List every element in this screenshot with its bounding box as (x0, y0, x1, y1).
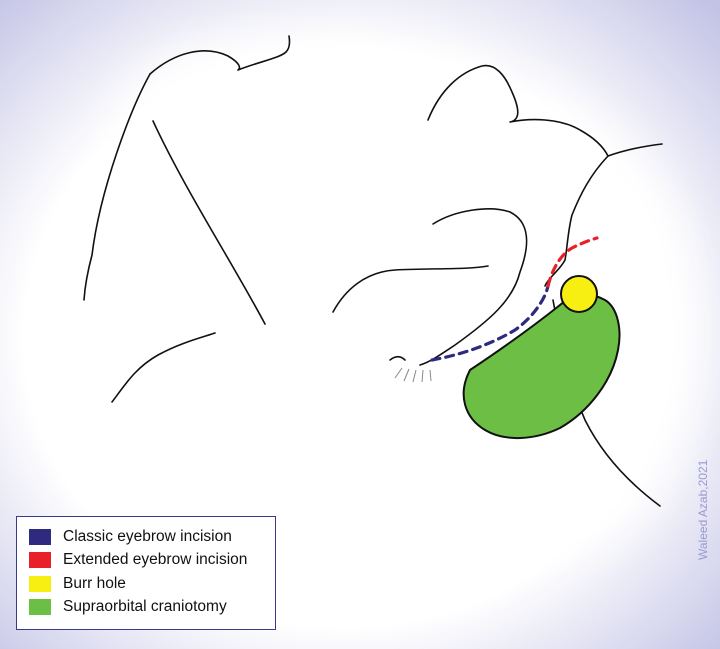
cheek-outline (111, 332, 216, 403)
supraorbital-craniotomy (462, 293, 621, 439)
legend-label: Extended eyebrow incision (63, 551, 248, 569)
head-left-outline (83, 73, 151, 301)
legend-swatch-extended (29, 552, 51, 569)
legend-item-classic-incision: Classic eyebrow incision (29, 525, 275, 549)
eyelashes (394, 367, 432, 383)
brow-mark (389, 355, 406, 361)
legend-swatch-classic (29, 528, 51, 545)
temple-outline (607, 143, 663, 157)
head-right-outline (427, 64, 609, 157)
legend-label: Classic eyebrow incision (63, 527, 232, 545)
legend-item-extended-incision: Extended eyebrow incision (29, 549, 275, 573)
legend-swatch-craniotomy (29, 599, 51, 616)
legend-label: Burr hole (63, 574, 126, 592)
legend-swatch-burr-hole (29, 575, 51, 592)
legend: Classic eyebrow incision Extended eyebro… (16, 516, 276, 630)
legend-item-burr-hole: Burr hole (29, 572, 275, 596)
eye-lid-outline (332, 265, 489, 313)
legend-item-craniotomy: Supraorbital craniotomy (29, 596, 275, 620)
nasal-fold-line (152, 120, 266, 325)
upper-eyelid-outline (419, 208, 528, 366)
classic-eyebrow-incision (430, 284, 550, 362)
legend-label: Supraorbital craniotomy (63, 598, 227, 616)
artist-signature: Waleed Azab,2021 (696, 460, 710, 560)
cheekbone-outline (544, 155, 609, 287)
burr-hole (560, 275, 598, 313)
extended-eyebrow-incision (546, 236, 599, 288)
head-top-outline (149, 35, 291, 75)
